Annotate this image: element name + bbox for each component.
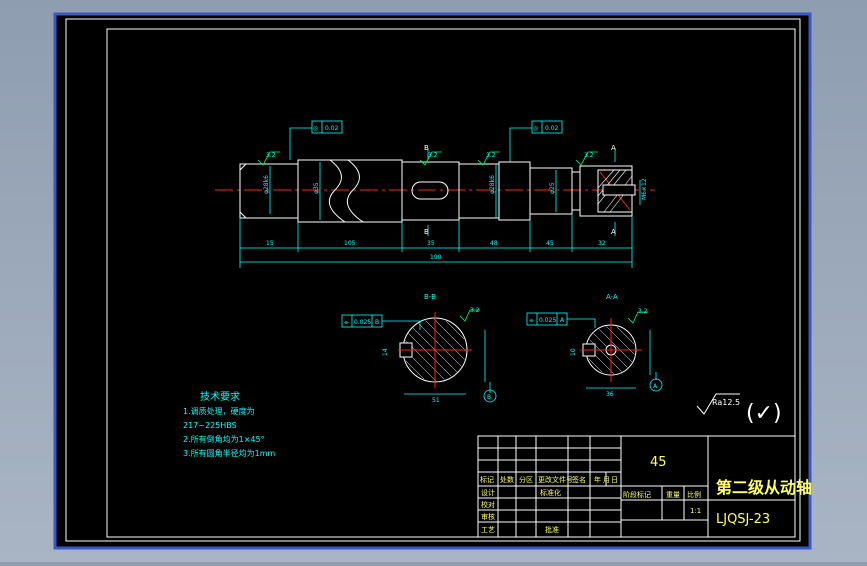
title-material: 45 (650, 455, 667, 470)
outer-frame (65, 18, 801, 542)
tb-weight: 重量 (666, 491, 680, 499)
section-bb-dim-depth: 51 (432, 397, 440, 404)
tb-approve: 批准 (545, 525, 559, 534)
tech-requirements-title: 技术要求 (200, 390, 240, 403)
drawing-sheet (53, 12, 812, 550)
section-aa-dim-key: 10 (570, 348, 577, 356)
roughness-1: 3.2 (266, 152, 276, 159)
dim-len-15: 15 (266, 240, 274, 247)
tb-scale-label: 比例 (687, 490, 701, 499)
section-aa-datum: A (653, 383, 658, 390)
section-mark-b-top: B (424, 144, 429, 152)
tb-row-design: 设计 (481, 488, 495, 497)
svg-text:3.2: 3.2 (470, 307, 480, 314)
shaft-main-view: 15 105 190 35 48 45 32 0.02 0.02 ◎ ◎ 3.2… (215, 120, 655, 268)
title-block: 45 第二级从动轴 LJQSJ-23 1:1 标记 处数 分区 更改文件号 签名… (477, 435, 812, 538)
tb-header-2: 分区 (519, 475, 533, 484)
tb-header-1: 处数 (500, 475, 514, 484)
section-bb-dim-key: 14 (382, 348, 389, 356)
dim-len-35: 35 (427, 240, 435, 247)
tb-header-6: 月 (603, 476, 610, 484)
section-bb-title: B-B (424, 293, 436, 301)
section-aa-title: A-A (606, 293, 618, 301)
tb-standardization: 标准化 (540, 488, 561, 497)
dim-len-45: 45 (546, 240, 554, 247)
dim-len-32: 32 (598, 240, 606, 247)
roughness-4: 3.2 (584, 152, 594, 159)
tech-req-2: 2.所有倒角均为1×45° (183, 434, 265, 444)
roughness-2: 3.2 (428, 152, 438, 159)
dim-len-48: 48 (490, 240, 498, 247)
tb-header-0: 标记 (480, 475, 494, 484)
tolerance-frame-left: 0.02 (325, 125, 339, 132)
tb-row-review: 审核 (481, 512, 495, 521)
svg-text:φ35: φ35 (313, 182, 320, 194)
dim-len-105: 105 (344, 240, 356, 247)
tb-header-4: 签名 (572, 475, 586, 484)
inner-frame (106, 28, 796, 538)
title-drawing-code: LJQSJ-23 (716, 512, 770, 527)
svg-text:◎: ◎ (313, 125, 318, 132)
svg-text:⌯: ⌯ (529, 317, 534, 324)
title-scale: 1:1 (690, 507, 701, 515)
tb-row-check: 校对 (481, 500, 495, 509)
tech-requirements: 技术要求 1.调质处理，硬度为 217~225HBS 2.所有倒角均为1×45°… (183, 390, 276, 458)
svg-text:⌯: ⌯ (344, 319, 349, 326)
section-aa-tolerance: 0.025 (539, 317, 556, 324)
svg-text:A: A (560, 317, 565, 324)
tb-stage-mark: 阶段标记 (623, 490, 651, 499)
tech-req-1b: 217~225HBS (183, 421, 237, 430)
general-roughness-value: Ra12.5 (712, 398, 740, 407)
svg-text:φ25: φ25 (549, 182, 556, 194)
svg-text:3.2: 3.2 (638, 308, 648, 315)
tolerance-frame-right: 0.02 (545, 125, 559, 132)
section-mark-b-bottom: B (424, 228, 429, 236)
roughness-3: 3.2 (486, 152, 496, 159)
tb-header-3: 更改文件号 (538, 475, 573, 484)
general-roughness-symbol: Ra12.5 (✓) (696, 393, 782, 426)
tb-row-process: 工艺 (481, 526, 495, 534)
section-bb-datum: B (487, 394, 491, 401)
general-roughness-note: (✓) (746, 401, 782, 426)
svg-text:φ28k6: φ28k6 (263, 175, 270, 194)
title-part-name: 第二级从动轴 (716, 478, 812, 497)
svg-text:φ28k6: φ28k6 (489, 175, 496, 194)
section-aa-dim-depth: 36 (606, 391, 614, 398)
tech-req-3: 3.所有圆角半径均为1mm (183, 448, 276, 458)
tb-header-5: 年 (594, 475, 601, 484)
section-mark-a-top: A (611, 144, 616, 152)
svg-text:◎: ◎ (533, 125, 538, 132)
tb-header-7: 日 (611, 476, 618, 484)
svg-text:M6×12: M6×12 (641, 178, 648, 200)
tech-req-1: 1.调质处理，硬度为 (183, 406, 255, 416)
section-mark-a-bottom: A (611, 228, 616, 236)
dim-len-190: 190 (430, 254, 442, 261)
svg-text:B: B (375, 319, 379, 326)
section-bb-tolerance: 0.025 (354, 319, 371, 326)
section-aa: A-A ⌯ 0.025 A 10 36 (526, 293, 663, 398)
